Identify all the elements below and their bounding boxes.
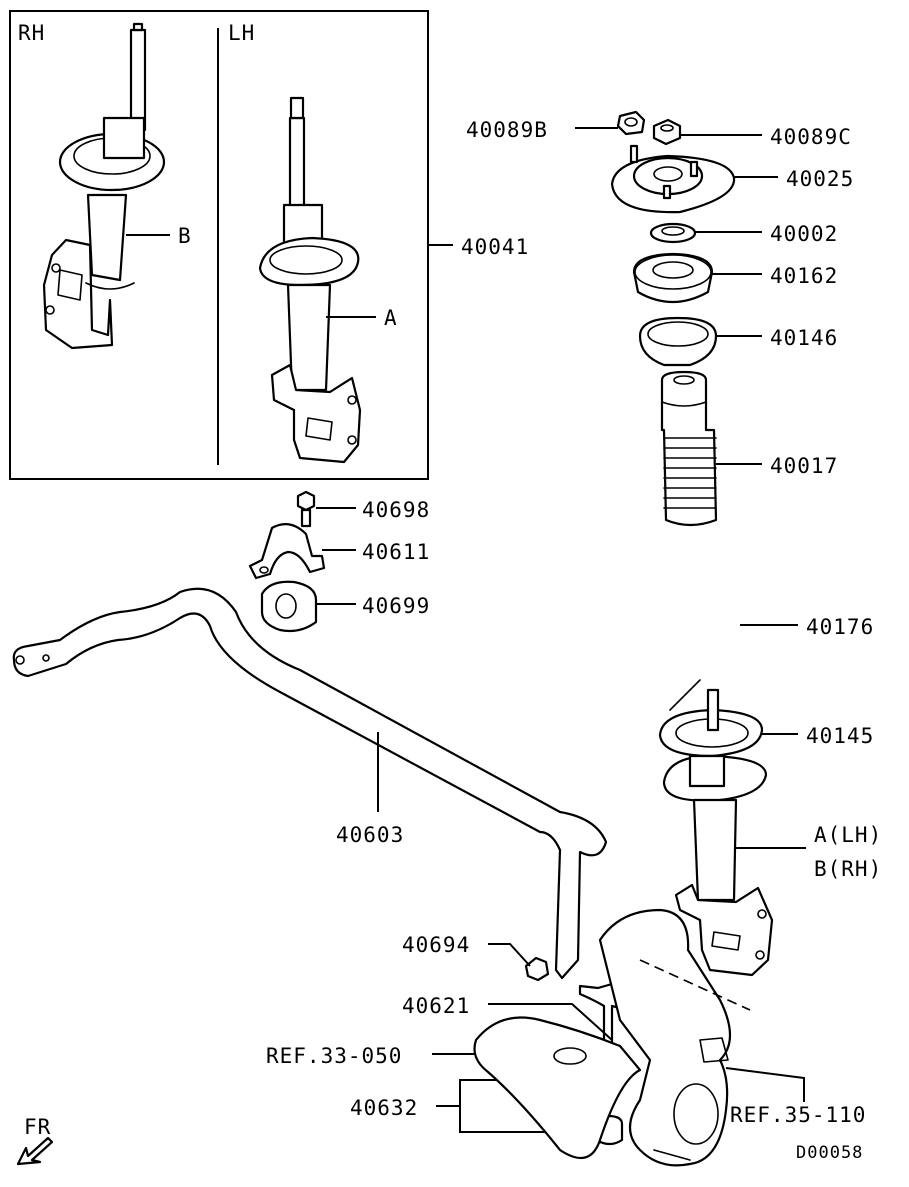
part-40041-label: 40041 [461, 235, 529, 259]
ref-33-050-label: REF.33-050 [266, 1044, 402, 1068]
part-40699-label: 40699 [362, 594, 430, 618]
nut-40089b-drawing [616, 110, 646, 136]
rh-strut-drawing [42, 22, 166, 350]
upper-pad-drawing [638, 316, 718, 367]
bushing-drawing [260, 580, 318, 633]
lh-strut-drawing [258, 96, 362, 464]
coil-spring-drawing [641, 541, 743, 711]
part-40632-label: 40632 [350, 1096, 418, 1120]
part-strut-a-label: A(LH) [814, 823, 882, 847]
part-40145-label: 40145 [806, 724, 874, 748]
stabilizer-bar-drawing [12, 587, 608, 980]
rh-label: RH [18, 21, 45, 45]
part-40089b-label: 40089B [466, 118, 548, 142]
nut-40089c-drawing [652, 118, 682, 146]
strut-assembly-inset: RH LH B [9, 10, 429, 480]
lower-pad-drawing [658, 688, 764, 758]
knuckle-drawing [598, 908, 751, 1167]
part-40621-label: 40621 [402, 994, 470, 1018]
upper-seat-drawing [632, 252, 714, 304]
bump-boot-drawing [660, 370, 718, 527]
front-marker-label: FR [24, 1115, 51, 1139]
lh-label: LH [228, 21, 255, 45]
part-40002-label: 40002 [770, 222, 838, 246]
part-40146-label: 40146 [770, 326, 838, 350]
part-40162-label: 40162 [770, 264, 838, 288]
part-40176-label: 40176 [806, 615, 874, 639]
part-40603-label: 40603 [336, 823, 404, 847]
diagram-code: D00058 [796, 1143, 863, 1163]
part-40694-label: 40694 [402, 933, 470, 957]
part-40017-label: 40017 [770, 454, 838, 478]
bolt-drawing [296, 490, 316, 528]
strut-mount-drawing [610, 144, 736, 214]
label-a: A [384, 306, 398, 330]
part-40089c-label: 40089C [770, 125, 852, 149]
bearing-drawing [649, 222, 697, 244]
front-arrow-icon [16, 1136, 54, 1166]
label-b: B [178, 224, 192, 248]
strut-body-drawing [662, 754, 774, 977]
part-40698-label: 40698 [362, 498, 430, 522]
part-40611-label: 40611 [362, 540, 430, 564]
lower-arm-drawing [473, 1016, 642, 1160]
part-40025-label: 40025 [786, 167, 854, 191]
part-strut-b-label: B(RH) [814, 857, 882, 881]
bracket-drawing [248, 523, 326, 580]
ref-35-110-label: REF.35-110 [730, 1103, 866, 1127]
link-nut-drawing [524, 956, 550, 982]
